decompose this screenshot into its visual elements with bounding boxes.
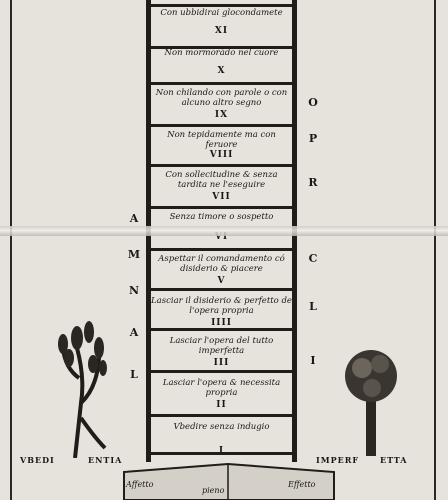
ladder-step-text: Lasciar il disiderio & perfetto de l'ope… (151, 296, 292, 316)
ladder-step-text: Con ubbidirai glocondamete (160, 8, 283, 18)
side-letter: C (308, 252, 318, 265)
side-letter: L (130, 368, 138, 381)
ladder-step-numeral: VI (214, 232, 229, 242)
ladder-step-numeral: I (218, 446, 225, 456)
ladder-rung (146, 288, 297, 291)
ground-label-right-a: IMPERF (316, 455, 360, 465)
ladder-rung (146, 46, 297, 49)
base-label-center: pieno (202, 486, 225, 495)
ladder-rung (146, 124, 297, 127)
ladder-step-text: Con sollecitudine & senza tardita ne l'e… (165, 170, 278, 190)
ladder-rung (146, 248, 297, 251)
ladder-rung (146, 452, 297, 455)
ladder-step-text: Non tepidamente ma con feruore (167, 130, 276, 150)
round-tree-illustration (345, 350, 397, 456)
ladder-step-text: Vbedire senza indugio (173, 422, 270, 432)
paper-fold (0, 226, 448, 236)
side-letter: O (308, 96, 318, 109)
ladder-step-numeral: II (216, 400, 227, 410)
ladder-step-text: Lasciar l'opera & necessita propria (162, 378, 281, 398)
base-label-right: Effetto (288, 480, 316, 489)
ladder-step-text: Senza timore o sospetto (169, 212, 274, 222)
side-letter: M (127, 248, 141, 261)
ladder-step-text: Non mormorādo nel cuore (164, 48, 279, 58)
side-letter: R (308, 176, 318, 189)
ladder-step-numeral: VII (212, 192, 231, 202)
ladder-step-numeral: VIII (209, 150, 234, 160)
olive-tree-illustration (58, 321, 107, 458)
ladder-base-block (123, 462, 335, 500)
side-letter: I (310, 354, 316, 367)
ground-label-right-b: ETTA (380, 455, 408, 465)
ladder-rung (146, 328, 297, 331)
side-letter: L (309, 300, 317, 313)
ladder-step-numeral: XI (214, 26, 229, 36)
frame-left-line (10, 0, 12, 500)
ladder-step-numeral: IIII (211, 318, 232, 328)
ladder-rung (146, 4, 297, 7)
ladder-step-text: Lasciar l'opera del tutto imperfetta (169, 336, 274, 356)
side-letter: P (308, 132, 318, 145)
ground-label-left-a: VBEDI (20, 455, 55, 465)
ladder-rung (146, 206, 297, 209)
ladder-step-numeral: IX (214, 110, 229, 120)
ground-label-left-b: ENTIA (88, 455, 123, 465)
frame-right-line (434, 0, 436, 500)
base-label-left: Affetto (126, 480, 154, 489)
ladder-rung (146, 164, 297, 167)
ladder-rung (146, 82, 297, 85)
ladder-step-numeral: V (217, 276, 226, 286)
ladder-rung (146, 370, 297, 373)
ladder-step-text: Aspettar il comandamento có disiderio & … (158, 254, 285, 274)
ladder-step-text: Non chilando con parole o con alcuno alt… (155, 88, 288, 108)
ladder-step-numeral: X (217, 66, 226, 76)
ladder-step-numeral: III (213, 358, 230, 368)
side-letter: A (129, 212, 139, 225)
ladder-rung (146, 414, 297, 417)
side-letter: A (129, 326, 139, 339)
side-letter: N (128, 284, 140, 297)
